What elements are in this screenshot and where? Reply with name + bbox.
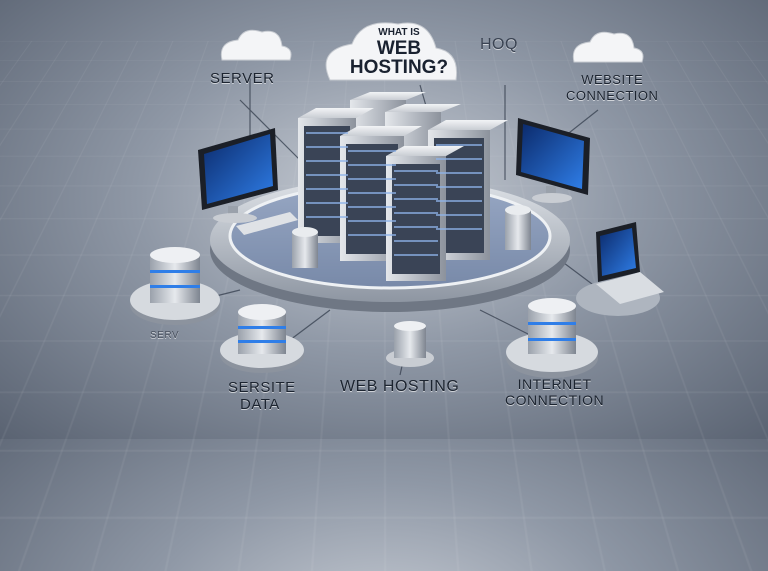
label-website-connection: WEBSITE CONNECTION <box>566 72 658 105</box>
disk-stack-platform-right <box>505 205 531 250</box>
hosting-diagram <box>130 22 664 378</box>
monitor-right-icon <box>516 118 590 203</box>
label-internet-connection: INTERNET CONNECTION <box>505 376 604 408</box>
title-cloud-text: WHAT IS WEB HOSTING? <box>340 27 458 79</box>
laptop-icon <box>576 222 664 316</box>
cloud-shapes <box>220 22 644 81</box>
server-slot-lights <box>306 132 482 256</box>
label-sersite: SERSITE <box>228 379 296 396</box>
disk-stack-platform-left <box>292 227 318 268</box>
database-pedestal-right <box>506 298 598 378</box>
label-internet: INTERNET <box>517 376 592 392</box>
title-line-2: WEB <box>376 37 422 59</box>
database-pedestal-left <box>130 247 220 325</box>
cloud-right-icon <box>572 31 644 63</box>
monitor-left-icon <box>198 128 298 235</box>
label-sersite-data: SERSITE DATA <box>228 379 296 413</box>
cloud-left-icon <box>220 29 292 61</box>
label-website: WEBSITE <box>581 72 644 87</box>
database-pedestal-center-left <box>220 304 304 373</box>
label-hoq: HOQ <box>480 36 518 53</box>
cloud-title-icon <box>325 22 458 81</box>
label-serv: SERV <box>150 330 180 341</box>
database-pedestal-center <box>386 321 434 367</box>
title-line-3: HOSTING? <box>349 57 449 79</box>
label-data: DATA <box>240 395 280 413</box>
label-connection-2: CONNECTION <box>505 392 605 409</box>
label-web-hosting: WEB HOSTING <box>340 378 460 395</box>
title-line-1: WHAT IS <box>378 27 420 38</box>
label-connection: CONNECTION <box>566 88 659 104</box>
label-server: SERVER <box>210 70 275 87</box>
server-rack-group <box>298 92 508 281</box>
